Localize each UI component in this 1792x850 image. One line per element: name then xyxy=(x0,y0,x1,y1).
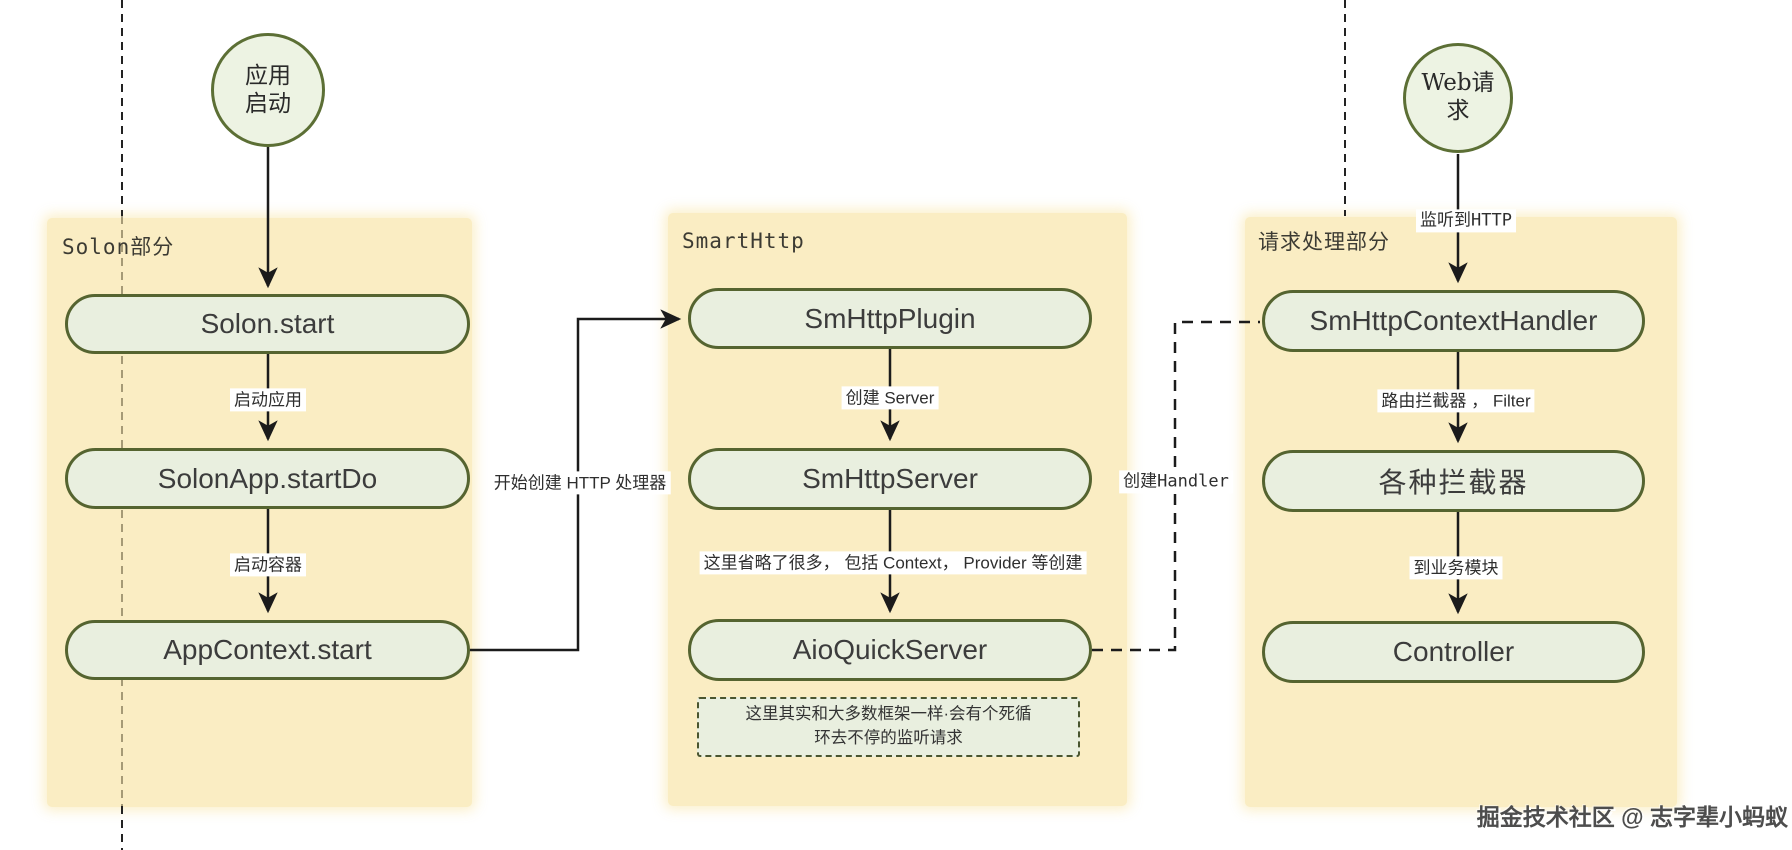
edge-label-route-filter: 路由拦截器 ， Filter xyxy=(1377,389,1535,413)
panel-title-smarthttp: SmartHttp xyxy=(682,229,805,253)
edge-label-omitted: 这里省略了很多， 包括 Context， Provider 等创建 xyxy=(699,551,1087,575)
node-appcontext-start: AppContext.start xyxy=(65,620,470,680)
edge-label-to-business: 到业务模块 xyxy=(1409,556,1503,580)
node-controller: Controller xyxy=(1262,621,1645,683)
start-circle-app-line1: 应用 xyxy=(245,62,291,89)
node-interceptors: 各种拦截器 xyxy=(1262,450,1645,512)
note-dead-loop-line2: 环去不停的监听请求 xyxy=(814,729,963,747)
start-circle-web-line1: Web请 xyxy=(1421,70,1495,97)
node-solonapp-startdo: SolonApp.startDo xyxy=(65,448,470,509)
start-circle-web-line2: 求 xyxy=(1446,98,1470,124)
edge-label-create-handler: 创建Handler xyxy=(1119,470,1233,494)
node-smhttpcontexthandler: SmHttpContextHandler xyxy=(1262,290,1645,352)
note-dead-loop: 这里其实和大多数框架一样·会有个死循 环去不停的监听请求 xyxy=(697,697,1080,757)
watermark: 掘金技术社区 @ 志字辈小蚂蚁 xyxy=(1476,804,1788,830)
node-aioquickserver: AioQuickServer xyxy=(688,619,1092,681)
edge-label-start-container: 启动容器 xyxy=(230,553,306,577)
node-smhttpserver: SmHttpServer xyxy=(688,448,1092,510)
node-solon-start: Solon.start xyxy=(65,294,470,354)
note-dead-loop-line1: 这里其实和大多数框架一样·会有个死循 xyxy=(745,705,1032,724)
edge-label-create-server: 创建 Server xyxy=(841,386,939,410)
start-circle-app: 应用 启动 xyxy=(211,33,325,147)
panel-title-request-handling: 请求处理部分 xyxy=(1258,230,1390,254)
edge-label-create-http-handler: 开始创建 HTTP 处理器 xyxy=(489,471,671,495)
edge-label-listen-http: 监听到HTTP xyxy=(1416,209,1516,233)
panel-title-solon: Solon部分 xyxy=(62,235,175,259)
edge-label-start-app: 启动应用 xyxy=(230,388,306,412)
start-circle-app-line2: 启动 xyxy=(245,90,291,116)
start-circle-web: Web请 求 xyxy=(1403,43,1513,153)
node-smhttpplugin: SmHttpPlugin xyxy=(688,288,1092,349)
